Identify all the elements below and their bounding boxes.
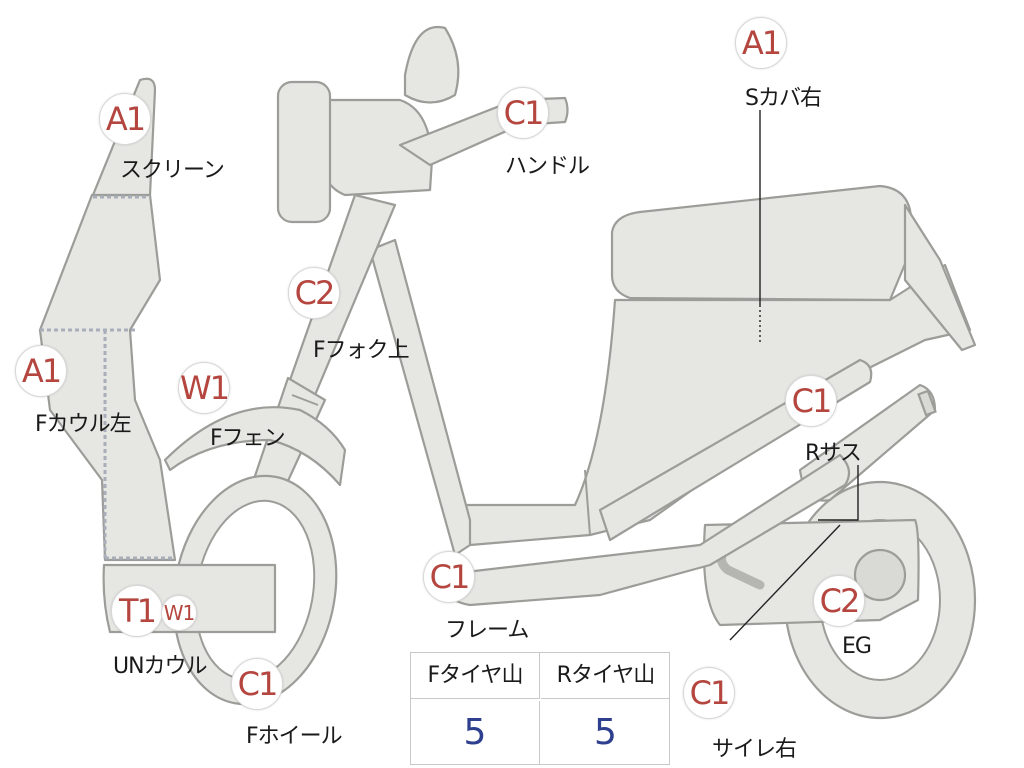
grade-badge: C1 xyxy=(497,87,549,139)
grade-badge: C1 xyxy=(423,551,475,603)
headlight-handlebar xyxy=(276,25,569,224)
part-label: Rサス xyxy=(805,441,862,466)
part-label: サイレ右 xyxy=(712,737,797,762)
part-label: ハンドル xyxy=(505,154,590,179)
leader-rear-susp xyxy=(818,465,859,521)
grade-badge: C2 xyxy=(813,575,865,627)
grade-badge: A1 xyxy=(735,17,787,69)
tire-tread-table: Fタイヤ山 Rタイヤ山 5 5 xyxy=(410,652,670,765)
part-label: Fフェン xyxy=(210,426,286,451)
grade-badge: C1 xyxy=(231,658,283,710)
rear-tire-tread-header: Rタイヤ山 xyxy=(541,653,670,699)
grade-badge: C2 xyxy=(288,267,340,319)
rear-tire-tread-value: 5 xyxy=(594,712,617,753)
grade-badge: W1 xyxy=(178,362,230,414)
part-label: Fホイール xyxy=(246,724,343,749)
grade-badge: A1 xyxy=(99,93,151,145)
part-label: Sカバ右 xyxy=(745,86,822,111)
part-label: UNカウル xyxy=(113,654,208,679)
leader-muffler xyxy=(729,524,841,641)
seat xyxy=(610,184,977,352)
front-fender-shape xyxy=(163,406,347,487)
grade-badge: A1 xyxy=(15,345,67,397)
front-tire-tread-value: 5 xyxy=(411,701,540,764)
grade-badge: C1 xyxy=(683,667,735,719)
grade-badge: C1 xyxy=(785,375,837,427)
part-label: Fフォク上 xyxy=(313,338,410,363)
part-label: Fカウル左 xyxy=(35,412,132,437)
part-label: スクリーン xyxy=(120,158,225,183)
part-label: EG xyxy=(842,634,872,659)
grade-badge-secondary: W1 xyxy=(161,595,197,631)
grade-badge: T1 xyxy=(111,585,163,637)
front-tire-tread-header: Fタイヤ山 xyxy=(411,653,540,699)
part-label: フレーム xyxy=(445,618,529,643)
